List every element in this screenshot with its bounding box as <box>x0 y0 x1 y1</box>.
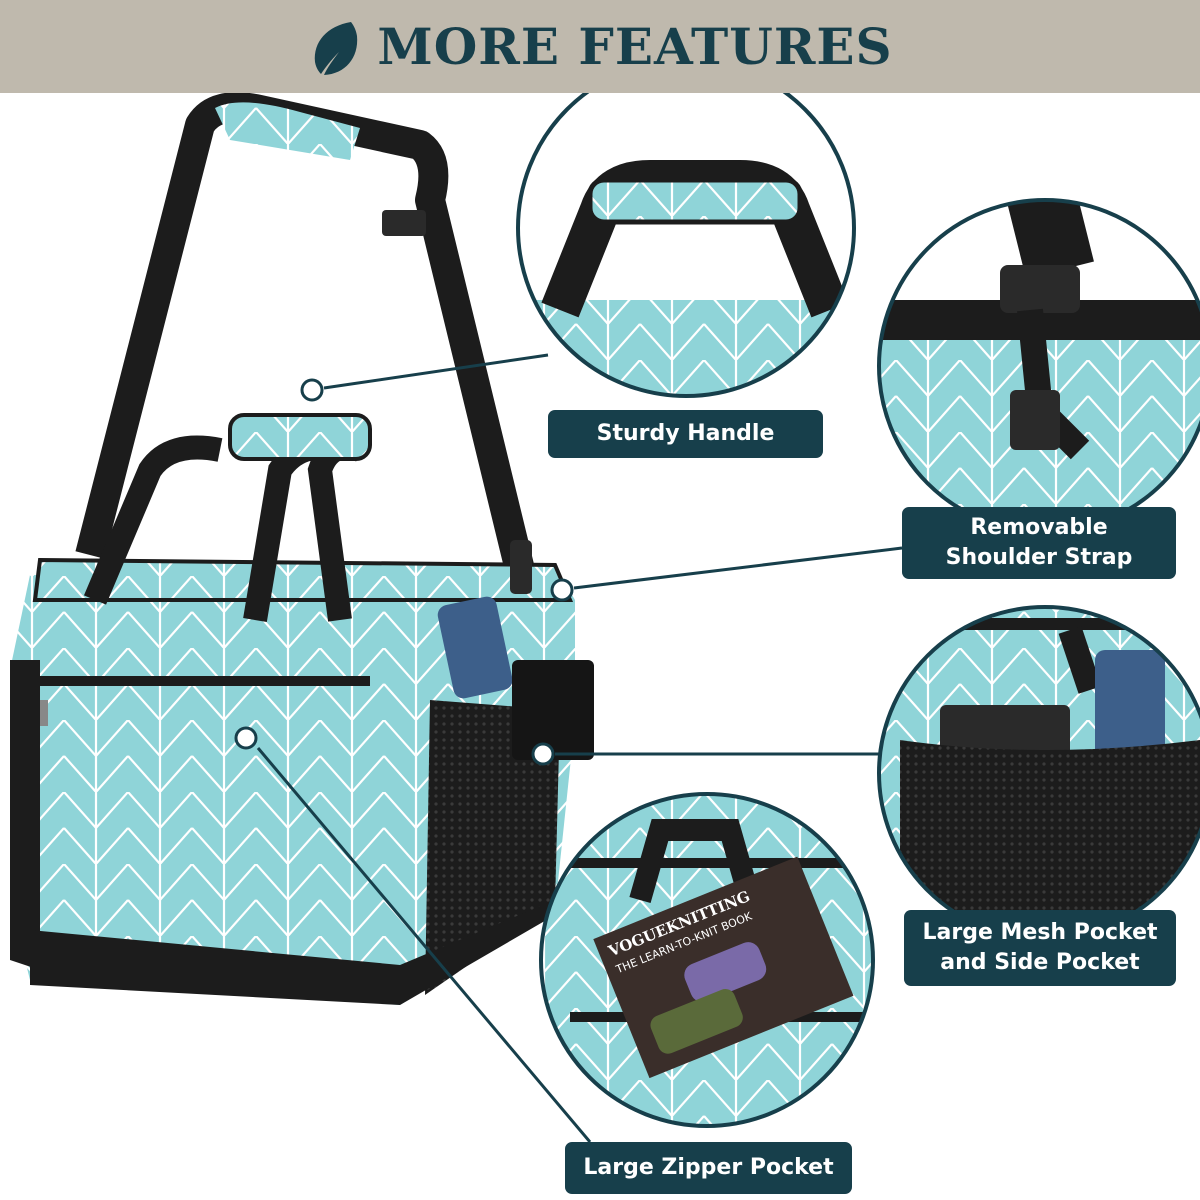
detail-mesh <box>877 605 1200 941</box>
main-bag <box>10 93 594 1005</box>
leaf-icon <box>315 21 358 75</box>
label-mesh-pocket: Large Mesh Pocket and Side Pocket <box>904 910 1176 986</box>
label-removable-shoulder-strap: Removable Shoulder Strap <box>902 507 1176 579</box>
label-sturdy-handle: Sturdy Handle <box>548 410 823 458</box>
detail-zipper: VOGUEKNITTING THE LEARN-TO-KNIT BOOK <box>539 792 875 1128</box>
label-zipper-pocket: Large Zipper Pocket <box>565 1142 852 1194</box>
connector-lines <box>256 353 903 1143</box>
features-banner: MORE FEATURES <box>0 0 1200 93</box>
product-scene: VOGUEKNITTING THE LEARN-TO-KNIT BOOK <box>10 93 1200 1143</box>
detail-handle <box>516 93 856 398</box>
detail-strap <box>877 198 1200 534</box>
banner-title: MORE FEATURES <box>377 17 893 76</box>
callout-dots <box>234 378 574 766</box>
